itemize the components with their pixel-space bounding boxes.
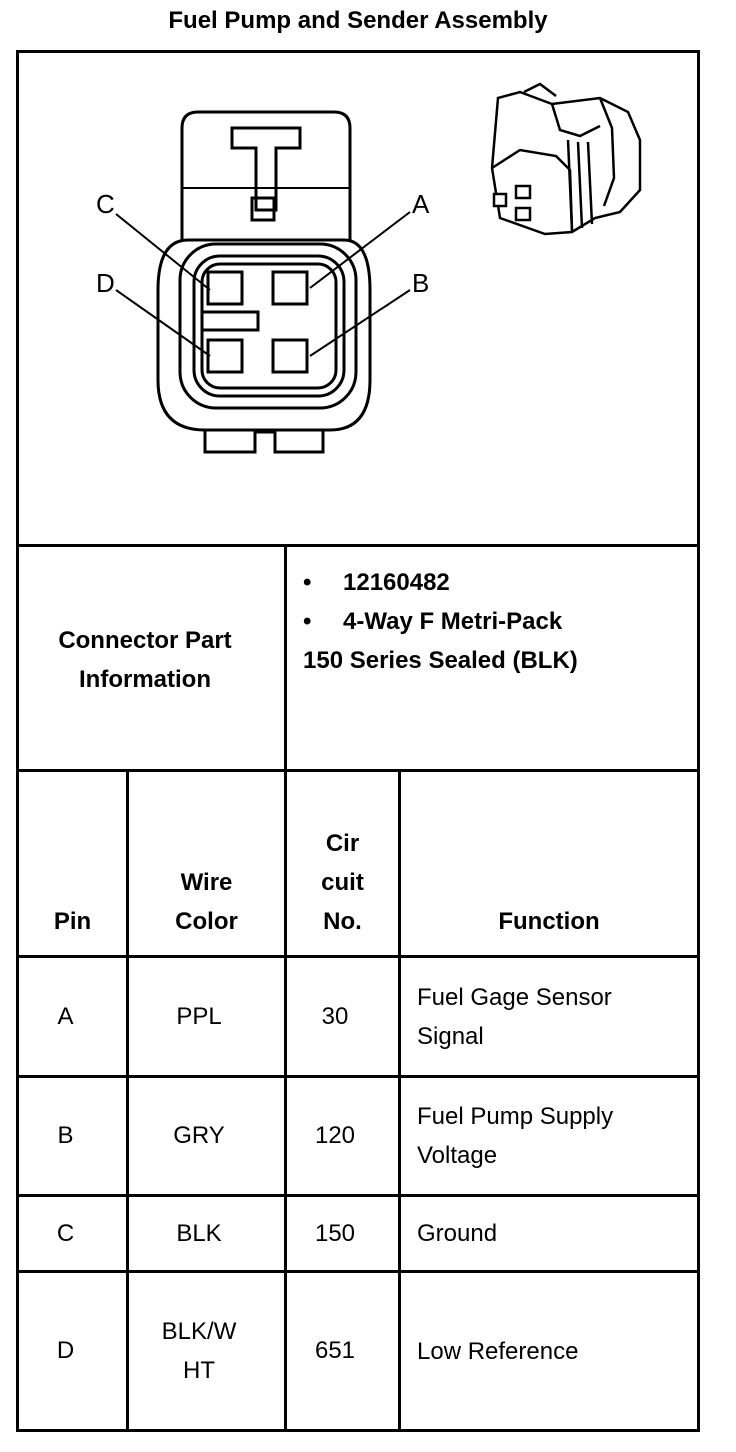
- pin-label-a: A: [412, 189, 430, 219]
- part-type: 4-Way F Metri-Pack: [343, 608, 563, 635]
- divider: [398, 769, 401, 1432]
- pin-label-d: D: [96, 268, 115, 298]
- divider: [16, 1075, 700, 1078]
- table-cell-wire: GRY: [173, 1122, 225, 1149]
- table-cell-pin: D: [56, 1337, 75, 1364]
- table-cell-circuit: 30: [321, 1002, 349, 1030]
- connector-part-label: Connector Part Information: [58, 627, 232, 693]
- divider: [16, 1270, 700, 1273]
- connector-diagram: C D A B: [96, 82, 642, 454]
- table-cell-circuit: 651: [314, 1337, 356, 1364]
- pin-label-b: B: [412, 268, 429, 298]
- header-wire-color: Wire Color: [175, 869, 238, 935]
- part-number: 12160482: [343, 569, 450, 596]
- table-cell-circuit: 120: [314, 1122, 356, 1149]
- table-cell-pin: C: [56, 1219, 75, 1247]
- part-series: 150 Series Sealed (BLK): [303, 647, 578, 674]
- table-cell-wire: BLK/W HT: [161, 1318, 237, 1384]
- divider: [126, 769, 129, 1432]
- table-cell-function: Fuel Gage Sensor Signal: [417, 983, 612, 1050]
- table-cell-function: Fuel Pump Supply Voltage: [417, 1103, 614, 1169]
- table-cell-pin: A: [57, 1002, 74, 1030]
- page-title: Fuel Pump and Sender Assembly: [168, 7, 548, 34]
- table-cell-function: Low Reference: [417, 1337, 579, 1365]
- divider: [16, 544, 700, 547]
- divider: [16, 769, 700, 772]
- divider: [284, 544, 287, 772]
- table-cell-circuit: 150: [314, 1219, 356, 1247]
- header-pin: Pin: [53, 908, 92, 935]
- header-circuit-no: Cir cuit No.: [321, 830, 364, 935]
- pin-leader-lines: [115, 211, 411, 357]
- part-number-line: •12160482: [303, 569, 450, 596]
- connector-face-front: [156, 110, 372, 454]
- connector-isometric-view: [490, 82, 642, 236]
- connector-part-details: •12160482 •4-Way F Metri-Pack 150 Series…: [303, 563, 693, 680]
- divider: [284, 769, 287, 1432]
- pin-label-c: C: [96, 189, 115, 219]
- table-cell-pin: B: [57, 1122, 74, 1149]
- connector-table-frame: [16, 50, 700, 1432]
- divider: [16, 1194, 700, 1197]
- divider: [16, 955, 700, 958]
- table-cell-wire: PPL: [176, 1002, 222, 1030]
- table-cell-wire: BLK: [176, 1219, 222, 1247]
- part-type-line: •4-Way F Metri-Pack: [303, 608, 563, 635]
- table-cell-function: Ground: [417, 1220, 498, 1247]
- header-function: Function: [498, 908, 600, 935]
